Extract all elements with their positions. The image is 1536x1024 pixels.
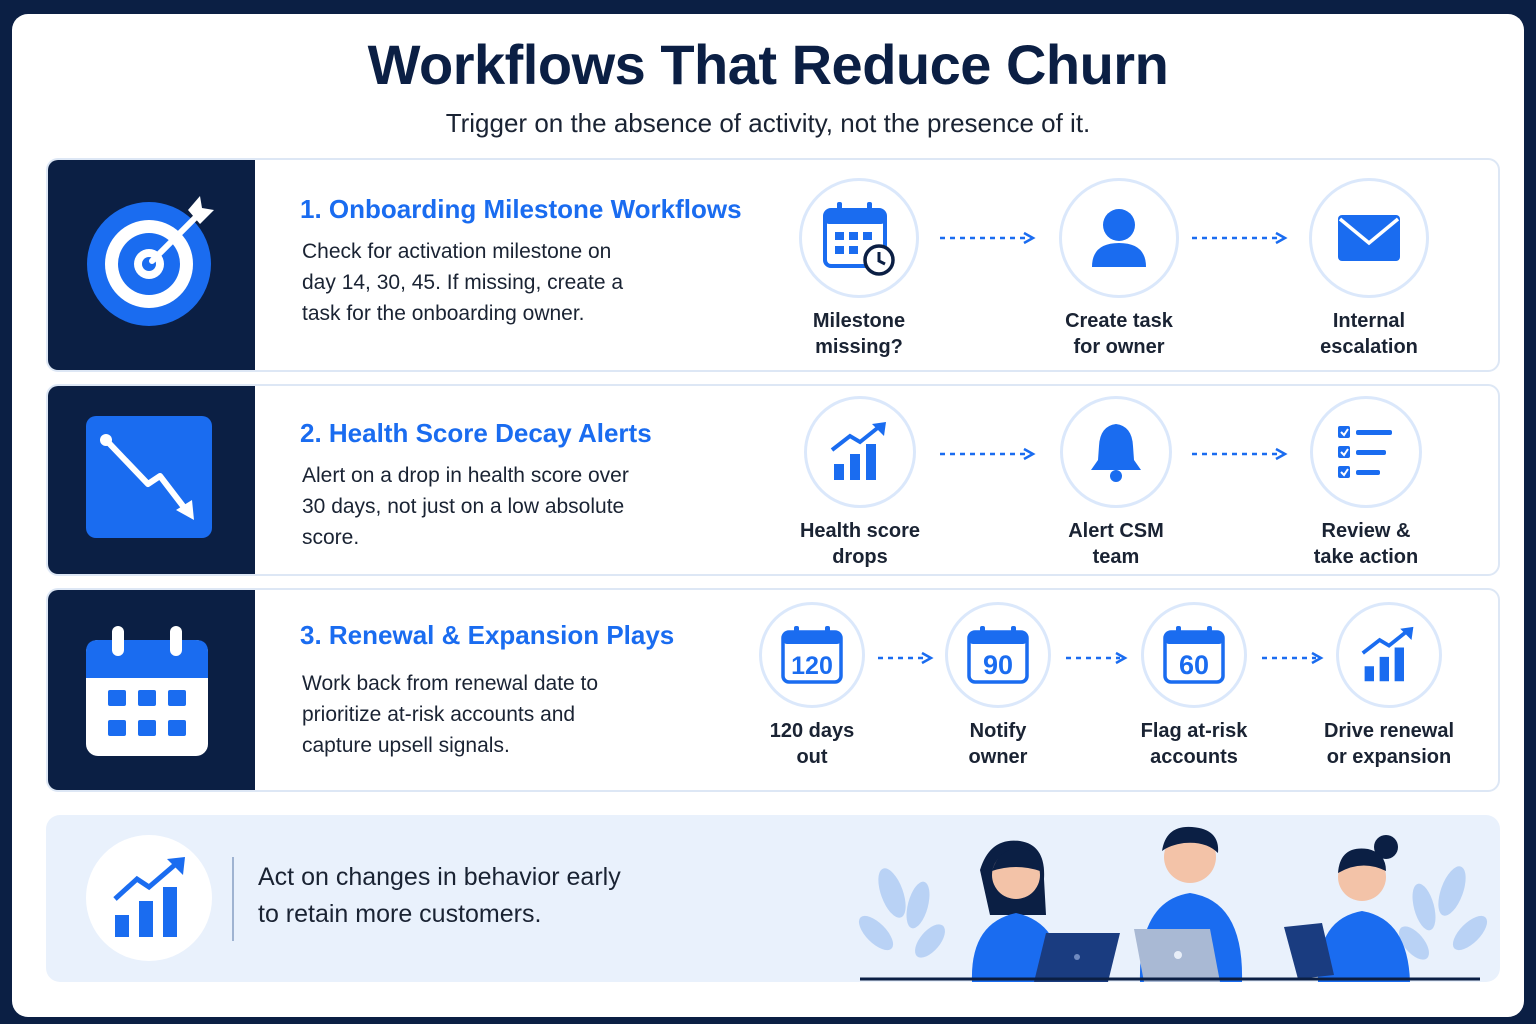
row-icon-box [48,590,255,790]
arrow-icon [940,231,1036,245]
workflow-step: Review & take action [1294,396,1438,570]
row-icon-box [48,386,255,574]
workflow-row-health-score: 2. Health Score Decay Alerts Alert on a … [46,384,1500,576]
footer-divider [232,857,234,941]
workflow-step: Milestone missing? [796,178,922,360]
step-label: 120 days out [769,720,855,768]
workflow-step: 90 Notify owner [934,602,1062,770]
row-title: 3. Renewal & Expansion Plays [300,620,675,650]
workflow-step: Internal escalation [1306,178,1432,360]
envelope-icon [1338,215,1400,261]
row-description: Alert on a drop in health score over 30 … [302,464,629,549]
workflow-step: 120 120 days out [748,602,876,770]
workflow-step: Drive renewal or expansion [1314,602,1464,770]
arrow-icon [1066,651,1128,665]
row-description: Check for activation milestone on day 14… [302,240,624,325]
row-icon-box [48,160,255,370]
footer-banner: Act on changes in behavior early to reta… [46,815,1500,982]
calendar-icon [86,626,208,756]
calendar-number: 120 [791,652,833,680]
row-title: 1. Onboarding Milestone Workflows [300,194,742,224]
arrow-icon [940,447,1036,461]
arrow-icon [878,651,934,665]
bar-chart-up-icon [1361,626,1414,682]
workflow-row-renewal: 3. Renewal & Expansion Plays Work back f… [46,588,1500,792]
growth-chart-icon [113,857,185,937]
bell-icon [1091,424,1141,482]
calendar-number: 90 [983,650,1013,680]
bar-chart-up-icon [830,422,886,480]
arrow-icon [1192,231,1288,245]
step-label: Alert CSM team [1068,520,1164,568]
arrow-icon [1262,651,1324,665]
step-label: Create task for owner [1065,310,1173,358]
workflow-row-onboarding: 1. Onboarding Milestone Workflows Check … [46,158,1500,372]
step-label: Drive renewal or expansion [1323,720,1455,768]
workflow-step: 60 Flag at-risk accounts [1130,602,1258,770]
step-label: Notify owner [968,720,1028,768]
step-label: Health score drops [799,520,921,568]
step-label: Internal escalation [1320,310,1418,358]
arrow-icon [1192,447,1288,461]
calendar-clock-icon [823,202,895,276]
calendar-60-icon: 60 [1163,626,1225,684]
page-title: Workflows That Reduce Churn [367,33,1169,96]
workflow-step: Alert CSM team [1044,396,1188,570]
footer-text-line: to retain more customers. [258,900,542,928]
team-illustration [858,826,1488,982]
footer-text: Act on changes in behavior early to reta… [258,859,621,933]
calendar-number: 60 [1179,650,1209,680]
row-title: 2. Health Score Decay Alerts [300,418,652,448]
user-icon [1092,209,1146,267]
target-icon [87,196,214,326]
step-label: Flag at-risk accounts [1140,720,1248,768]
step-label: Milestone missing? [812,310,906,358]
calendar-120-icon: 120 [781,626,843,684]
workflow-step: Create task for owner [1056,178,1182,360]
trend-down-icon [86,416,212,538]
checklist-icon [1338,426,1392,478]
page-subtitle: Trigger on the absence of activity, not … [445,108,1091,138]
calendar-90-icon: 90 [967,626,1029,684]
workflow-step: Health score drops [788,396,932,570]
footer-text-line: Act on changes in behavior early [258,863,621,891]
footer-icon-circle [86,835,212,961]
step-label: Review & take action [1313,520,1419,568]
row-description: Work back from renewal date to prioritiz… [302,672,599,757]
